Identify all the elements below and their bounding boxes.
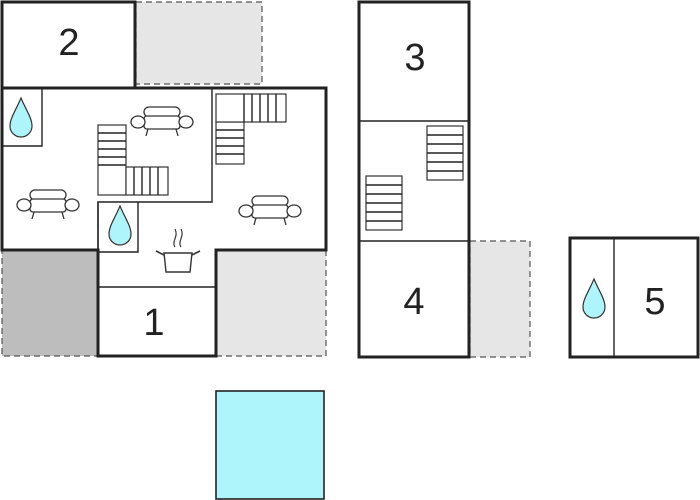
- partition-drop: [97, 202, 139, 253]
- room-number-2: 2: [58, 22, 79, 64]
- terrace-bottom: [215, 249, 327, 357]
- pool: [215, 390, 325, 500]
- partition-living: [2, 88, 43, 147]
- water-drop-icon: [9, 96, 33, 138]
- cooking-pot-icon: [155, 228, 201, 273]
- room-number-4: 4: [403, 281, 424, 323]
- covered-area: [1, 249, 99, 357]
- room-2-walls: [0, 0, 137, 90]
- room-number-3: 3: [404, 37, 425, 79]
- terrace-right: [469, 240, 531, 358]
- room-number-1: 1: [143, 302, 164, 344]
- water-drop-icon: [582, 277, 606, 319]
- stairs-icon: [215, 93, 287, 165]
- stairs-icon: [426, 125, 464, 181]
- sofa-icon: [130, 106, 194, 137]
- sofa-icon: [16, 189, 80, 220]
- annex-walls: [568, 236, 700, 359]
- terrace-top: [135, 1, 263, 85]
- tower-walls: [357, 0, 471, 359]
- water-drop-icon: [108, 204, 132, 246]
- sofa-icon: [238, 195, 302, 226]
- main-building-walls: [0, 86, 328, 358]
- stairs-icon: [365, 175, 403, 231]
- stairs-icon: [97, 124, 169, 196]
- room-number-5: 5: [644, 281, 665, 323]
